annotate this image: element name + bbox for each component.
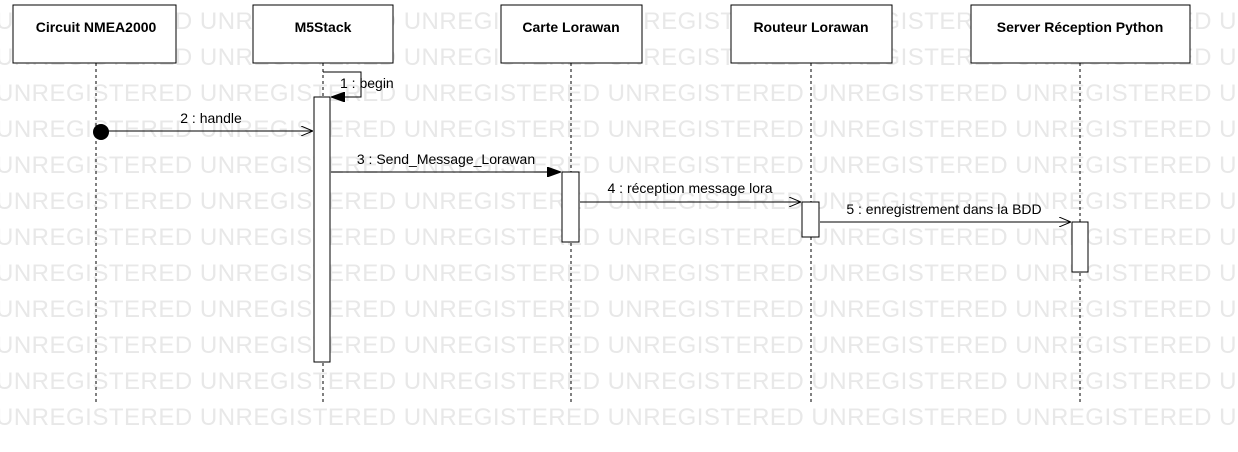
message-label-5: 5 : enregistrement dans la BDD (846, 201, 1041, 217)
activation-bar-p3 (561, 171, 580, 243)
message-label-1: 1 : begin (340, 75, 394, 91)
message-label-4: 4 : réception message lora (608, 180, 773, 196)
message-arrow-1 (323, 71, 362, 97)
participant-label-p1: Circuit NMEA2000 (36, 19, 157, 35)
participant-box-p3 (500, 4, 643, 64)
message-label-2: 2 : handle (180, 110, 242, 126)
participant-label-p4: Routeur Lorawan (753, 19, 868, 35)
participant-box-p1 (12, 4, 177, 64)
message-label-3: 3 : Send_Message_Lorawan (357, 151, 535, 167)
activation-bar-p2 (313, 96, 331, 363)
activation-bar-p4 (801, 201, 820, 238)
participant-label-p2: M5Stack (295, 19, 352, 35)
participant-box-p5 (970, 4, 1191, 64)
participant-box-p4 (730, 4, 893, 64)
participant-label-p3: Carte Lorawan (522, 19, 619, 35)
participant-label-p5: Server Réception Python (997, 19, 1164, 35)
found-message-dot (93, 124, 109, 140)
participant-box-p2 (252, 4, 394, 64)
activation-bar-p5 (1071, 221, 1089, 273)
